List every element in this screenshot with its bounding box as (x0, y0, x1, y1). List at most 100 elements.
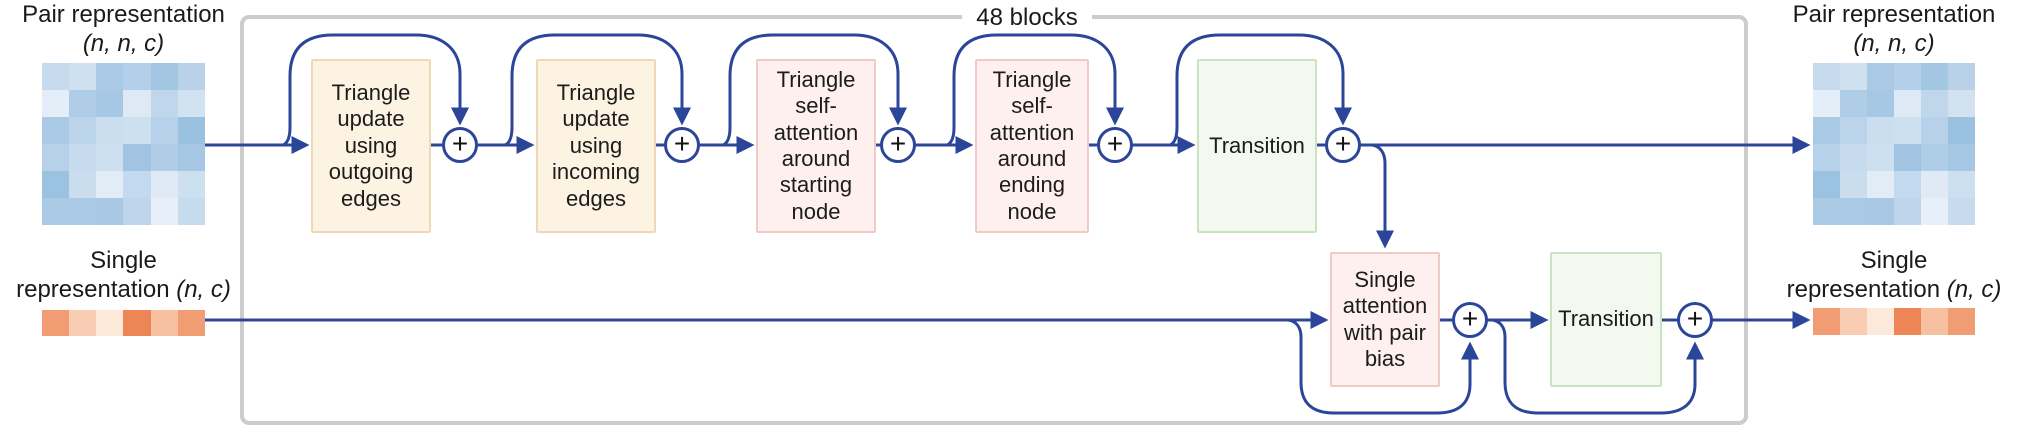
heatmap-cell (1813, 144, 1840, 171)
pair-shape-text: (n, n, c) (82, 30, 165, 58)
heatmap-cell (1840, 117, 1867, 144)
heatmap-cell (150, 117, 178, 144)
heatmap-cell (1867, 63, 1894, 90)
single-label-line2: representation (n, c) (1786, 276, 2002, 304)
heatmap-cell (1921, 90, 1948, 117)
heatmap-cell (123, 144, 151, 171)
heatmap-cell (1867, 198, 1894, 225)
heatmap-cell (1948, 171, 1975, 198)
heatmap-cell (1894, 63, 1921, 90)
heatmap-cell (69, 90, 97, 117)
heatmap-cell (1894, 308, 1921, 335)
heatmap-cell (123, 90, 151, 117)
heatmap-cell (150, 144, 178, 171)
heatmap-cell (1813, 171, 1840, 198)
heatmap-cell (1948, 63, 1975, 90)
box-single-transition: Transition (1550, 252, 1662, 387)
heatmap-cell (1948, 144, 1975, 171)
heatmap-cell (123, 63, 151, 90)
add-op-7: + (1677, 302, 1713, 338)
pair-heatmap-right (1813, 63, 1975, 225)
box-triangle-update-outgoing: Triangle update using outgoing edges (311, 59, 431, 233)
heatmap-cell (1921, 144, 1948, 171)
heatmap-cell (123, 117, 151, 144)
heatmap-cell (69, 198, 97, 225)
add-op-2: + (664, 127, 700, 163)
heatmap-cell (1840, 198, 1867, 225)
heatmap-cell (1921, 171, 1948, 198)
box-triangle-update-incoming: Triangle update using incoming edges (536, 59, 656, 233)
heatmap-cell (69, 171, 97, 198)
add-op-5: + (1325, 127, 1361, 163)
heatmap-cell (96, 90, 124, 117)
heatmap-cell (96, 171, 124, 198)
heatmap-cell (150, 198, 178, 225)
blocks-count-label: 48 blocks (962, 4, 1092, 32)
heatmap-cell (1948, 117, 1975, 144)
heatmap-cell (69, 117, 97, 144)
pair-label-text: Pair representation (1792, 1, 1996, 28)
heatmap-cell (1840, 63, 1867, 90)
single-strip-right (1813, 308, 1975, 335)
box-single-attention-pair-bias: Single attention with pair bias (1330, 252, 1440, 387)
box-triangle-attention-starting: Triangle self- attention around starting… (756, 59, 876, 233)
heatmap-cell (1867, 171, 1894, 198)
heatmap-cell (42, 90, 70, 117)
heatmap-cell (1840, 171, 1867, 198)
add-op-1: + (442, 127, 478, 163)
skip-arc-5 (1169, 33, 1352, 147)
heatmap-cell (42, 144, 70, 171)
skip-arc-6 (1287, 318, 1479, 415)
heatmap-cell (177, 63, 205, 90)
pair-label-text: Pair representation (22, 1, 225, 28)
box-pair-transition: Transition (1197, 59, 1317, 233)
heatmap-cell (1840, 144, 1867, 171)
heatmap-cell (1948, 198, 1975, 225)
heatmap-cell (1894, 144, 1921, 171)
heatmap-cell (1813, 308, 1840, 335)
add-op-6: + (1452, 302, 1488, 338)
single-representation-label-right: Single representation (n, c) (1771, 246, 2017, 305)
heatmap-cell (1894, 171, 1921, 198)
box-triangle-attention-ending: Triangle self- attention around ending n… (975, 59, 1089, 233)
heatmap-cell (123, 310, 151, 336)
heatmap-cell (1813, 198, 1840, 225)
pair-representation-label-left: Pair representation (n, n, c) (1, 0, 246, 59)
heatmap-cell (69, 310, 97, 336)
heatmap-cell (1921, 198, 1948, 225)
arrow-paths (205, 33, 1811, 415)
skip-arc-2 (504, 33, 691, 147)
skip-arc-1 (282, 33, 469, 147)
heatmap-cell (1813, 63, 1840, 90)
heatmap-cell (1921, 117, 1948, 144)
heatmap-cell (96, 310, 124, 336)
skip-arc-4 (946, 33, 1124, 147)
heatmap-cell (150, 63, 178, 90)
heatmap-cell (42, 171, 70, 198)
heatmap-cell (1867, 90, 1894, 117)
heatmap-cell (1948, 308, 1975, 335)
add-op-4: + (1097, 127, 1133, 163)
heatmap-cell (1813, 90, 1840, 117)
heatmap-cell (177, 198, 205, 225)
heatmap-cell (177, 117, 205, 144)
heatmap-cell (123, 171, 151, 198)
heatmap-cell (96, 117, 124, 144)
heatmap-cell (1840, 90, 1867, 117)
skip-arc-3 (722, 33, 907, 147)
single-strip-left (42, 310, 205, 336)
pair-shape-text: (n, n, c) (1853, 30, 1935, 58)
heatmap-cell (177, 171, 205, 198)
pair-bias-drop-arrow (1371, 143, 1394, 249)
pair-heatmap-left (42, 63, 205, 225)
heatmap-cell (1948, 90, 1975, 117)
heatmap-cell (42, 198, 70, 225)
heatmap-cell (150, 171, 178, 198)
heatmap-cell (1894, 198, 1921, 225)
heatmap-cell (177, 90, 205, 117)
heatmap-cell (96, 63, 124, 90)
heatmap-cell (1840, 308, 1867, 335)
single-label-line1: Single (90, 247, 157, 274)
heatmap-cell (123, 198, 151, 225)
